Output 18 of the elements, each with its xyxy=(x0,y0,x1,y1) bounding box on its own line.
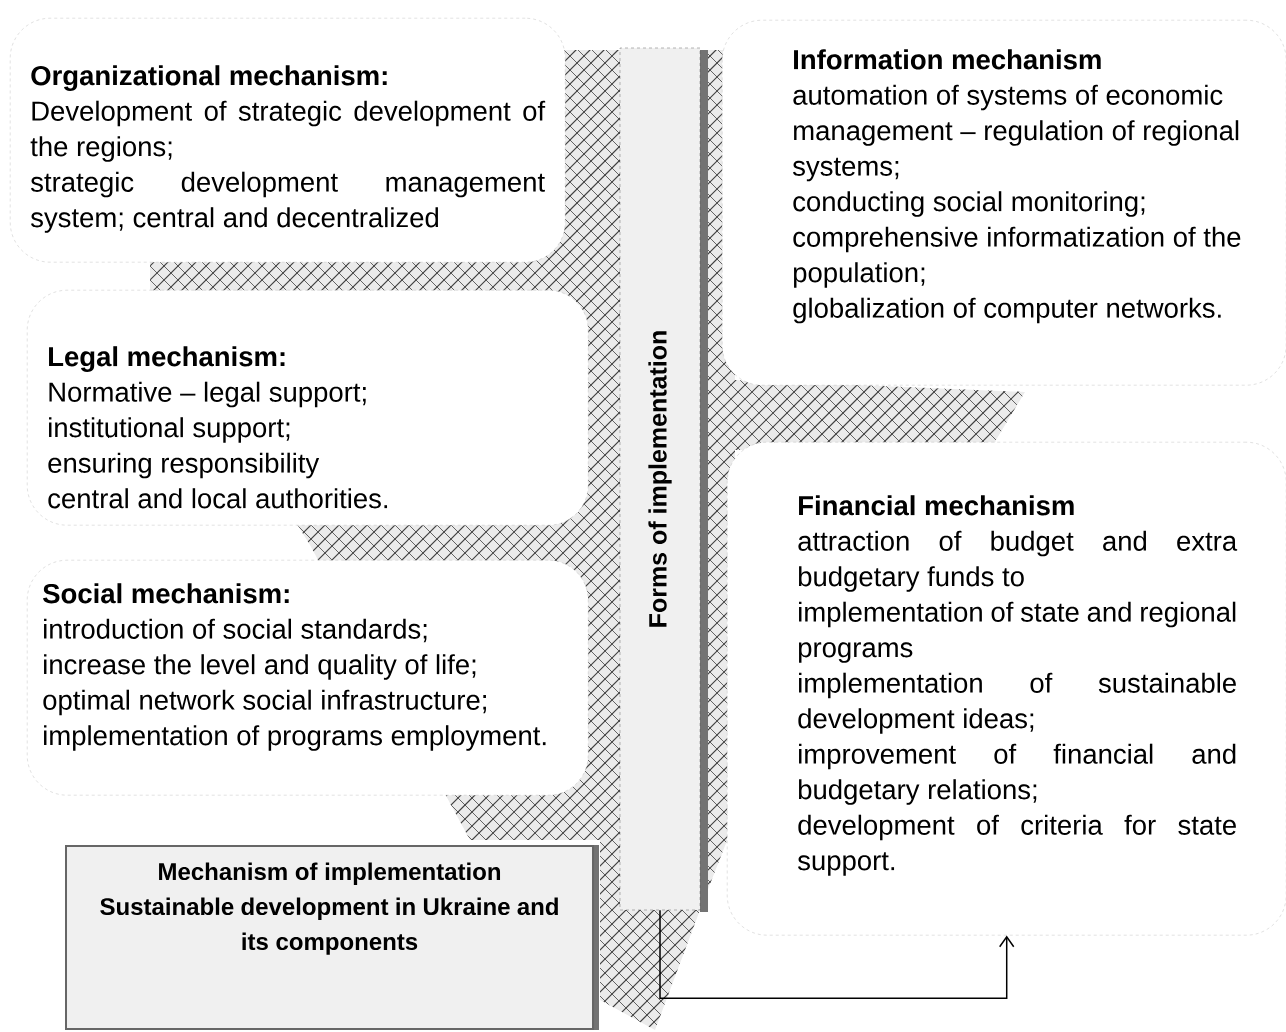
node-label: implementation of sustainable development ideas; xyxy=(798,672,1236,734)
mechanism-box: Legal mechanism: Normative – legal support; institutional support; ensuring responsibility central and local authorities. xyxy=(27,290,589,526)
connector-arrow xyxy=(659,909,1015,999)
node-label: globalization of computer networks. xyxy=(793,297,1221,324)
node-label: implementation of state and regional programs xyxy=(798,601,1236,663)
node-label: comprehensive informatization of the population; xyxy=(793,226,1241,288)
vertical-bar: Forms of implementation xyxy=(619,47,708,912)
node-label: improvement of financial and budgetary relations; xyxy=(798,743,1236,805)
node-label: Information mechanism xyxy=(794,49,1101,70)
mechanism-box: Social mechanism: introduction of social standards; increase the level and quality of life; optimal network social infrastructure; implementation of programs employment. xyxy=(27,560,589,796)
mechanism-box: Financial mechanism attraction of budget and extra budgetary funds to implementation of state and regional programs implementation of sustainable development ideas; improvement of financial and budgetary relations; development of criteria for state support. xyxy=(727,442,1286,936)
mechanism-box: Organizational mechanism: Development of strategic development of the regions; strategic development management system; central and decentralized xyxy=(10,18,566,263)
node-label: development of criteria for state support. xyxy=(797,814,1236,876)
title-box: Mechanism of implementation Sustainable development in Ukraine and its components xyxy=(65,845,599,1030)
mechanism-box: Information mechanism automation of systems of economic management – regulation of regional systems; conducting social monitoring; comprehensive informatization of the population; globalization of computer networks. xyxy=(722,20,1286,386)
node-label: Financial mechanism xyxy=(799,495,1074,516)
node-label: automation of systems of economic management – regulation of regional systems; xyxy=(792,84,1239,182)
node-label: conducting social monitoring; xyxy=(793,191,1145,217)
